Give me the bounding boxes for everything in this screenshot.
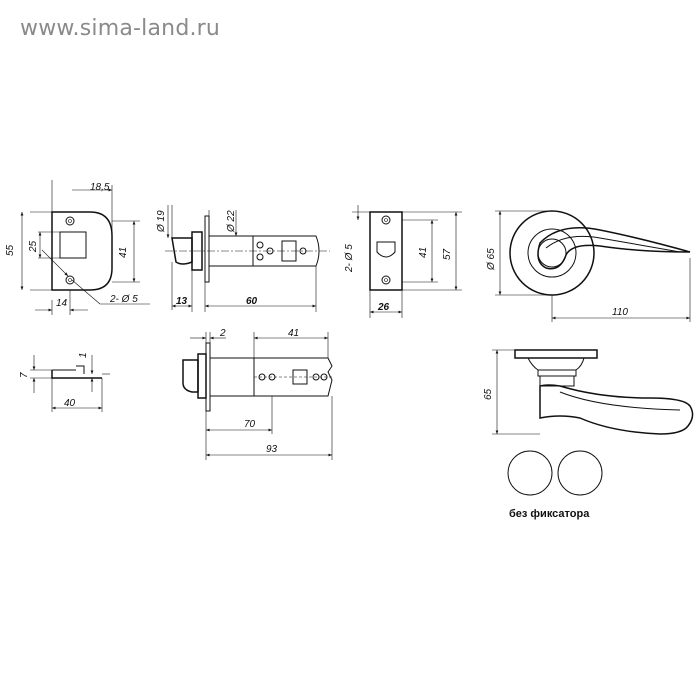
dim-14: 14 — [56, 298, 68, 309]
dim-40: 40 — [64, 398, 76, 409]
dim-7: 7 — [19, 372, 30, 378]
lever-side-view — [492, 349, 694, 435]
dim-55: 55 — [5, 244, 16, 256]
strike-plate-front — [20, 180, 150, 315]
dim-70: 70 — [244, 419, 256, 430]
dim-57: 57 — [442, 248, 453, 260]
dim-110: 110 — [612, 307, 628, 318]
dim-13: 13 — [176, 296, 188, 307]
dim-1: 1 — [78, 352, 89, 358]
watermark: www.sima-land.ru — [20, 16, 221, 41]
dim-d19: Ø 19 — [156, 210, 167, 233]
rosette-lever-top — [495, 210, 691, 322]
caption-no-lock: без фиксатора — [509, 508, 590, 520]
face-plate-front — [352, 205, 462, 318]
dim-26: 26 — [377, 302, 390, 313]
dim-2: 2 — [219, 328, 226, 339]
latch-side-view — [182, 332, 333, 460]
dim-65-lever: 65 — [483, 388, 494, 400]
dim-25: 25 — [28, 240, 39, 253]
dim-60: 60 — [246, 296, 258, 307]
dim-holes-face: 2- Ø 5 — [344, 244, 355, 273]
dim-d22: Ø 22 — [226, 210, 237, 233]
dim-93: 93 — [266, 444, 278, 455]
dim-18-5: 18,5 — [90, 182, 110, 193]
dim-41-latch: 41 — [288, 328, 299, 339]
strike-plate-side — [30, 355, 110, 412]
dim-41-face: 41 — [418, 247, 429, 258]
dim-holes-strike: 2- Ø 5 — [109, 294, 138, 305]
blind-rosettes — [507, 450, 603, 496]
latch-top-view — [165, 205, 330, 312]
dim-d65: Ø 65 — [486, 248, 497, 271]
dim-41-strike: 41 — [118, 247, 129, 258]
